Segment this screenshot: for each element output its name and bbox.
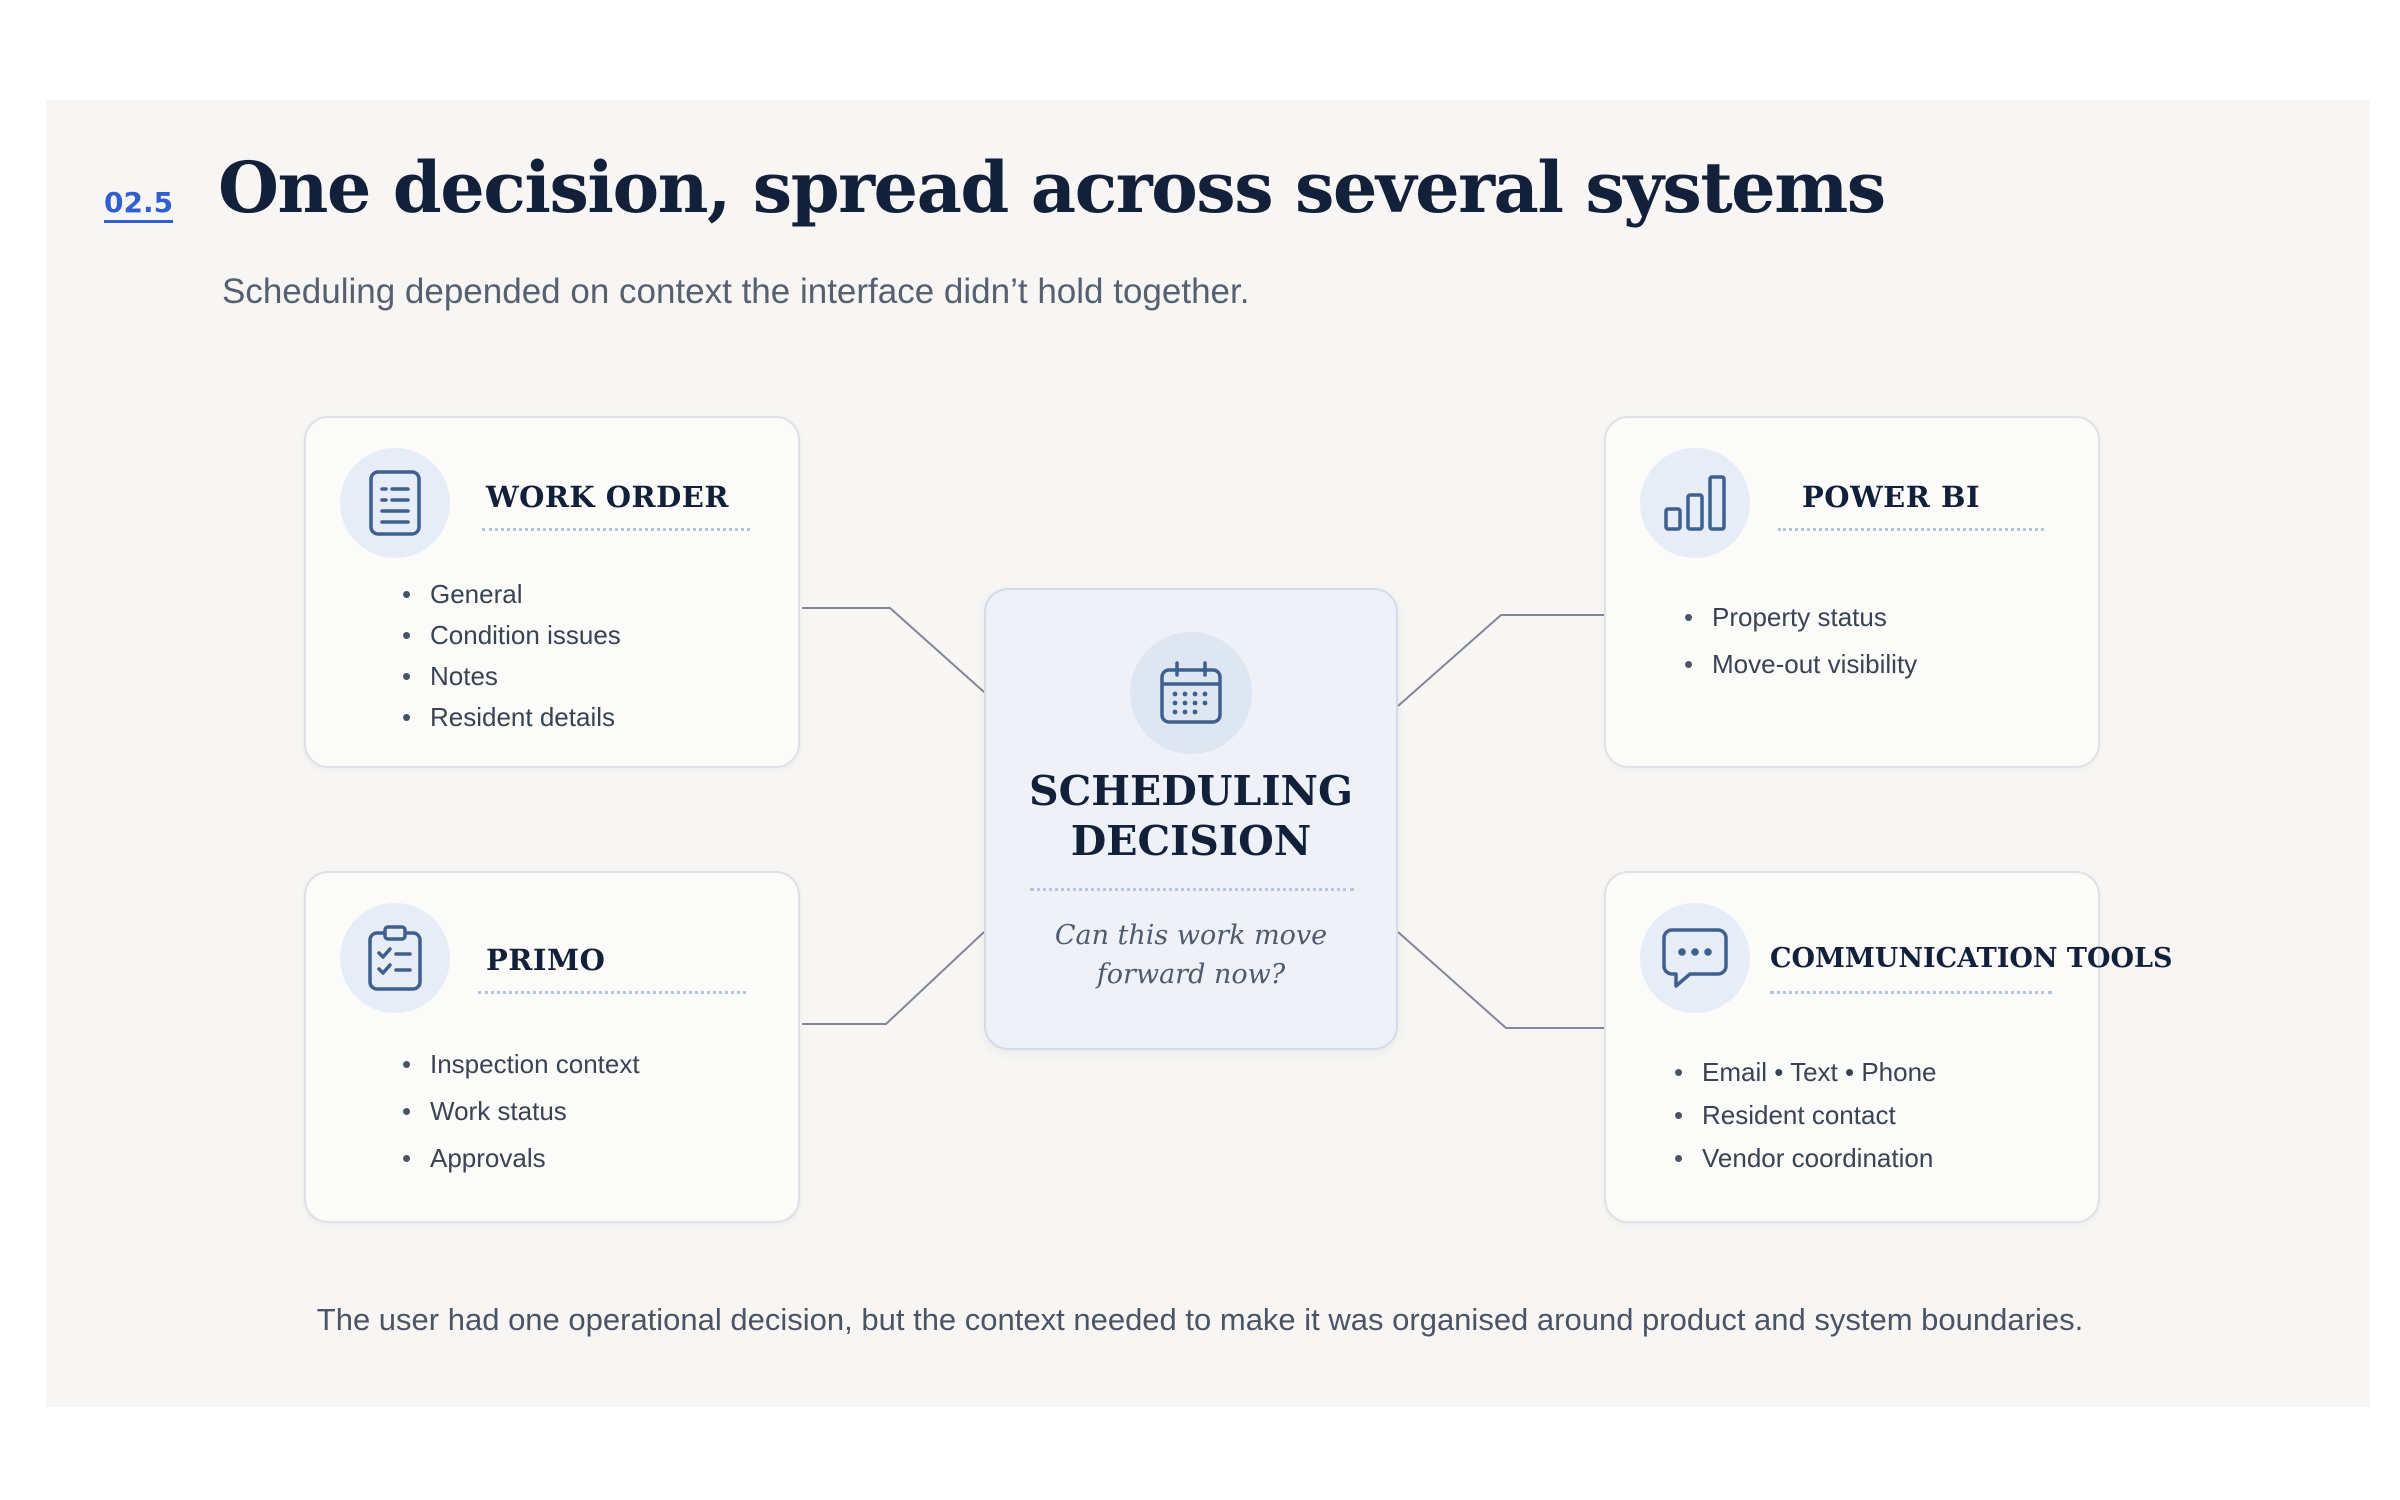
list-item: Resident contact	[1674, 1094, 1937, 1137]
list-item: Resident details	[402, 697, 621, 738]
power-bi-list: Property status Move-out visibility	[1684, 594, 1917, 688]
clipboard-checklist-icon	[340, 903, 450, 1013]
list-item: Inspection context	[402, 1041, 640, 1088]
card-communication-tools: COMMUNICATION TOOLS Email • Text • Phone…	[1604, 871, 2173, 1223]
center-title-line: DECISION	[1070, 817, 1312, 865]
list-item: Condition issues	[402, 615, 621, 656]
page-title: One decision, spread across several syst…	[218, 146, 1886, 229]
card-title-communication-tools: COMMUNICATION TOOLS	[1770, 943, 2173, 974]
page-subtitle: Scheduling depended on context the inter…	[222, 272, 1250, 311]
card-power-bi: POWER BI Property status Move-out visibi…	[1604, 416, 2100, 768]
bar-chart-icon	[1640, 448, 1750, 558]
list-item: Work status	[402, 1088, 640, 1135]
card-work-order: WORK ORDER General Condition issues Note…	[304, 416, 800, 768]
section-number-link[interactable]: 02.5	[104, 186, 174, 219]
chat-bubble-icon	[1640, 903, 1750, 1013]
scheduling-decision-card: SCHEDULING DECISION Can this work move f…	[984, 588, 1398, 1050]
list-item: Notes	[402, 656, 621, 697]
communication-tools-list: Email • Text • Phone Resident contact Ve…	[1674, 1051, 1937, 1180]
connector-primo	[802, 931, 985, 1025]
calendar-icon	[1130, 632, 1252, 754]
card-title-work-order: WORK ORDER	[486, 480, 729, 514]
center-divider	[1030, 888, 1354, 891]
list-item: Vendor coordination	[1674, 1137, 1937, 1180]
card-divider	[1770, 991, 2052, 994]
document-icon	[340, 448, 450, 558]
list-item: Approvals	[402, 1135, 640, 1182]
center-question: Can this work move forward now?	[1026, 916, 1356, 994]
list-item: Move-out visibility	[1684, 641, 1917, 688]
list-item: Email • Text • Phone	[1674, 1051, 1937, 1094]
list-item: Property status	[1684, 594, 1917, 641]
center-question-line: forward now?	[1096, 959, 1286, 990]
center-title: SCHEDULING DECISION	[986, 766, 1396, 866]
center-title-line: SCHEDULING	[1028, 767, 1354, 815]
card-divider	[1778, 528, 2044, 531]
connector-power-bi	[1397, 614, 1604, 707]
card-title-primo: PRIMO	[486, 943, 606, 977]
card-divider	[482, 528, 750, 531]
card-divider	[478, 991, 746, 994]
primo-list: Inspection context Work status Approvals	[402, 1041, 640, 1182]
connector-communication-tools	[1397, 931, 1604, 1029]
work-order-list: General Condition issues Notes Resident …	[402, 574, 621, 738]
card-primo: PRIMO Inspection context Work status App…	[304, 871, 800, 1223]
list-item: General	[402, 574, 621, 615]
footer-caption: The user had one operational decision, b…	[316, 1302, 2084, 1337]
card-title-power-bi: POWER BI	[1802, 480, 1981, 514]
center-question-line: Can this work move	[1054, 920, 1328, 951]
connector-work-order	[802, 607, 985, 693]
